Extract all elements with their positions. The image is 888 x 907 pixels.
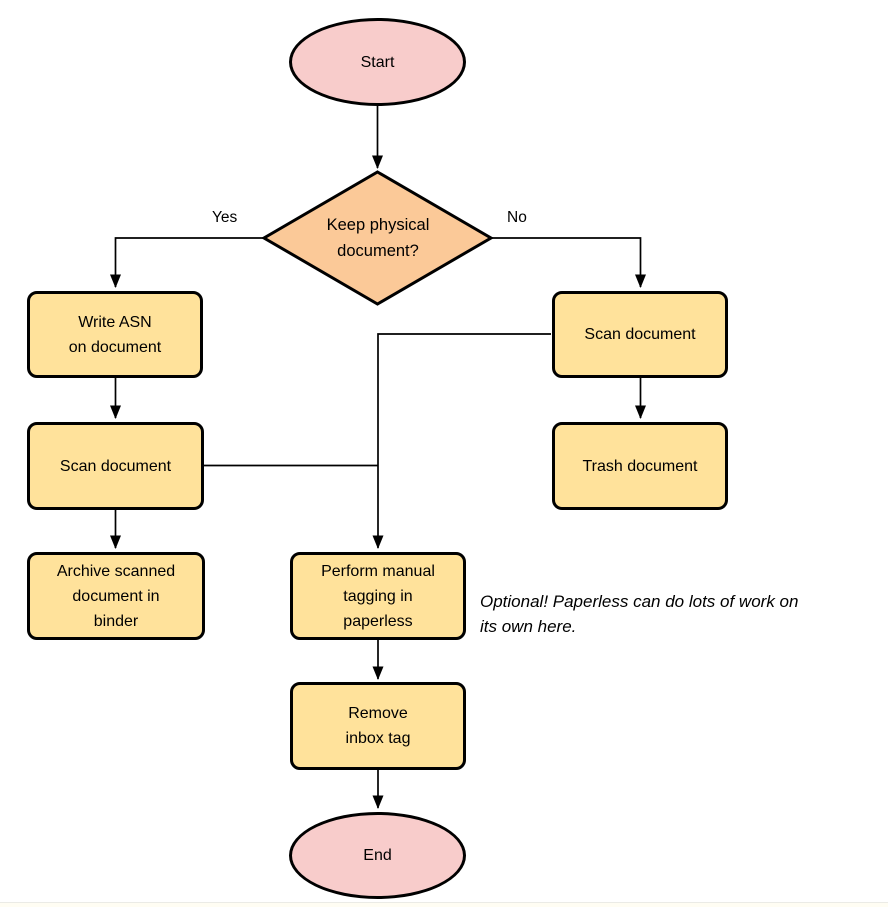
edge-scan-right-to-tagging (372, 333, 551, 549)
edge-decision-yes-to-write-asn (110, 237, 264, 288)
optional-annotation: Optional! Paperless can do lots of work … (480, 592, 799, 636)
node-scan-document-left: Scan document (27, 422, 204, 510)
node-start: Start (289, 18, 466, 106)
decision-diamond-shape (261, 170, 494, 306)
node-remove-inbox-label: Remove inbox tag (345, 705, 411, 747)
node-write-asn: Write ASN on document (27, 291, 203, 378)
edge-label-yes: Yes (212, 209, 238, 226)
node-scan-document-right: Scan document (552, 291, 728, 378)
node-trash-label: Trash document (582, 457, 698, 475)
node-scan-left-label: Scan document (59, 457, 172, 475)
edge-label-no: No (507, 209, 527, 226)
node-end: End (289, 812, 466, 899)
node-remove-inbox-tag: Remove inbox tag (290, 682, 466, 770)
node-decision-label: Keep physical document? (326, 216, 430, 260)
edge-decision-no-to-scan-right (491, 237, 646, 288)
node-archive-binder: Archive scanned document in binder (27, 552, 205, 640)
node-manual-tagging: Perform manual tagging in paperless (290, 552, 466, 640)
node-scan-right-label: Scan document (584, 326, 696, 343)
bottom-page-edge (0, 902, 888, 907)
node-write-asn-label: Write ASN on document (68, 313, 162, 356)
node-end-label: End (363, 847, 392, 864)
node-archive-label: Archive scanned document in binder (56, 562, 176, 630)
node-start-label: Start (360, 53, 395, 71)
node-trash-document: Trash document (552, 422, 728, 510)
node-tagging-label: Perform manual tagging in paperless (321, 562, 435, 630)
